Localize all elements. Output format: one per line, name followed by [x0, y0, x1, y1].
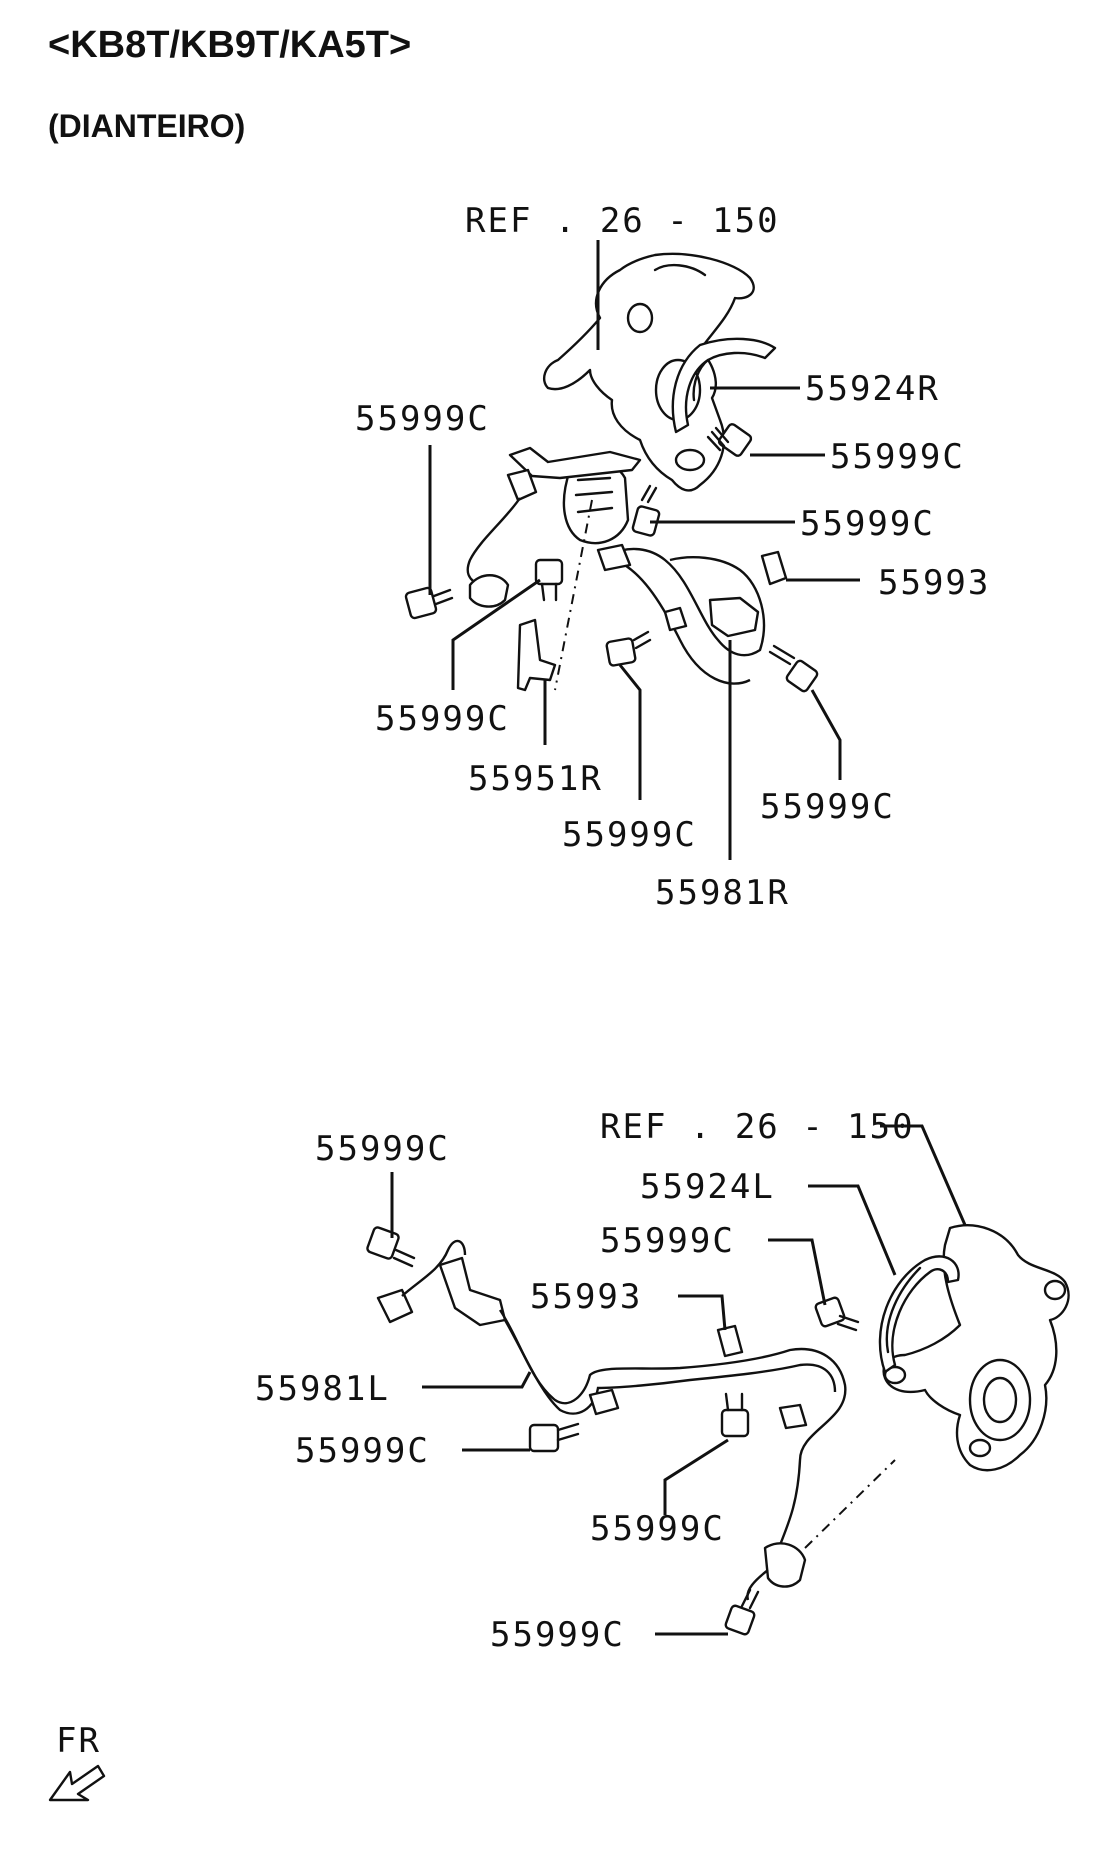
upper-label-bolt-bracket: 55999C [375, 699, 510, 739]
lower-leader-clip [678, 1294, 727, 1331]
ring-inner-line [692, 358, 710, 402]
upper-harness-wire-main [607, 547, 766, 657]
lower-knuckle-arm-hole [1043, 1279, 1067, 1301]
upper-bolt-left [404, 586, 454, 620]
lower-harness-grommet [588, 1388, 620, 1416]
upper-label-sensor-ring: 55924R [805, 369, 940, 409]
lower-leader-ring [808, 1184, 897, 1276]
lower-label-sensor-ring: 55924L [640, 1167, 775, 1207]
lower-leader-harness [422, 1371, 532, 1389]
lower-wheel-speed-sensor [763, 1542, 807, 1588]
lower-label-clip: 55993 [530, 1277, 642, 1317]
sensor-ribs [574, 476, 614, 514]
lower-bolt-mid [814, 1296, 860, 1332]
front-direction-indicator: FR [48, 1721, 106, 1802]
upper-leader-bolt-d [451, 578, 541, 690]
knuckle-edge-line [653, 263, 707, 277]
front-direction-label: FR [56, 1721, 101, 1761]
upper-label-bolt-left-top: 55999C [355, 399, 490, 439]
lower-leader-ref [880, 1124, 967, 1226]
lower-label-bolt-center: 55999C [590, 1509, 725, 1549]
upper-centerline [554, 499, 593, 691]
upper-clip [760, 550, 788, 586]
lower-harness-wire-parallel [503, 1319, 837, 1415]
upper-bolt-bracket [534, 558, 564, 602]
upper-ref-label: REF . 26 - 150 [465, 201, 780, 241]
lower-centerline [804, 1459, 896, 1549]
upper-bolt-lower-right [768, 644, 819, 693]
upper-bracket [516, 618, 557, 692]
model-codes-title: <KB8T/KB9T/KA5T> [48, 24, 412, 66]
lower-assembly: REF . 26 - 150 55999C 55924L 55999C 5599… [255, 1107, 1070, 1655]
upper-steering-knuckle [543, 252, 755, 492]
upper-leader-bolt-f [618, 664, 642, 800]
lower-ref-label: REF . 26 - 150 [600, 1107, 915, 1147]
upper-assembly: REF . 26 - 150 55924R 55999C 55999C 5599… [355, 201, 990, 913]
lower-knuckle-hub-inner [982, 1376, 1018, 1424]
lower-steering-knuckle [882, 1224, 1070, 1472]
upper-leader-bolt-g [810, 689, 842, 780]
upper-connector-lower [468, 574, 510, 608]
lower-knuckle-lower-hole [968, 1438, 992, 1458]
lower-label-bolt-bottom: 55999C [490, 1615, 625, 1655]
knuckle-lower-hole [674, 448, 706, 472]
lower-bolt-center [720, 1392, 750, 1438]
upper-bolt-ring-side [706, 423, 753, 457]
lower-knuckle-hub-bore [968, 1358, 1032, 1442]
front-direction-arrow [48, 1764, 106, 1802]
lower-label-bolt-left: 55999C [295, 1431, 430, 1471]
lower-harness-wire-top [401, 1239, 467, 1297]
upper-harness-bracket-top [508, 446, 642, 480]
upper-bolt-center [631, 484, 661, 537]
lower-ring-inner-line [885, 1266, 922, 1354]
lower-bolt-left [528, 1422, 580, 1453]
upper-label-bolt-center: 55999C [800, 504, 935, 544]
upper-harness-wire-left [466, 497, 521, 587]
lower-bolt-top [366, 1226, 416, 1268]
position-subtitle: (DIANTEIRO) [48, 108, 246, 144]
upper-label-clip: 55993 [878, 563, 990, 603]
lower-leader-bolt-mid [768, 1238, 827, 1306]
upper-grommet [663, 606, 688, 632]
upper-label-bolt-lower-right: 55999C [760, 787, 895, 827]
lower-sensor-ring [878, 1255, 960, 1374]
lower-clip [716, 1324, 744, 1358]
lower-harness-wire-main [499, 1309, 847, 1546]
lower-sensor-wire [746, 1569, 769, 1601]
lower-harness-bracket [438, 1256, 507, 1327]
upper-connector-left [506, 468, 538, 502]
upper-harness-connector [596, 543, 632, 572]
upper-harness-mount [708, 596, 760, 638]
lower-harness-mount [778, 1403, 808, 1430]
upper-bolt-lower-center [605, 630, 652, 667]
knuckle-arm-hole [626, 302, 654, 334]
lower-connector-left [376, 1288, 414, 1324]
lower-label-bolt-mid: 55999C [600, 1221, 735, 1261]
lower-label-bolt-top: 55999C [315, 1129, 450, 1169]
upper-label-harness: 55981R [655, 873, 790, 913]
upper-label-bracket: 55951R [468, 759, 603, 799]
lower-bolt-bottom [724, 1588, 760, 1636]
upper-label-bolt-ring: 55999C [830, 437, 965, 477]
lower-leader-bolt-center [663, 1438, 729, 1515]
lower-knuckle-mount-hole [883, 1365, 907, 1385]
upper-label-bolt-lower-center: 55999C [562, 815, 697, 855]
lower-label-harness: 55981L [255, 1369, 390, 1409]
